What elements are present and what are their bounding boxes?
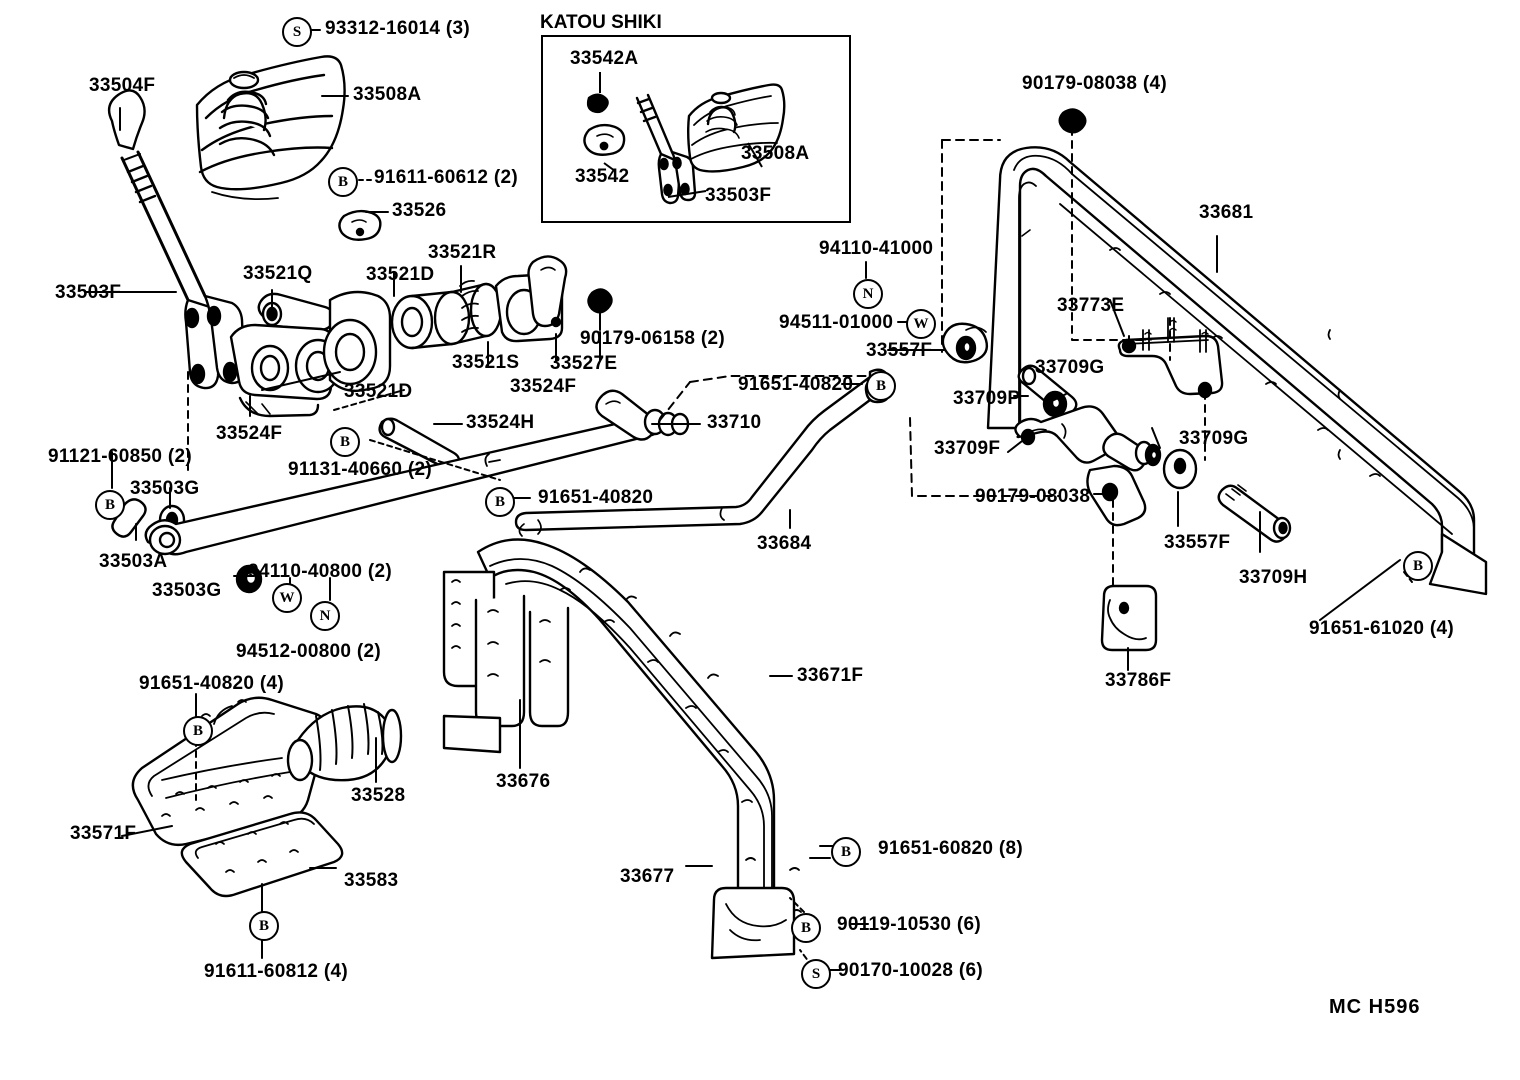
label-33521d-top: 33521D <box>366 264 435 285</box>
label-90170-10028: 90170-10028 (6) <box>838 960 983 981</box>
badge-b-91611-60612: B <box>328 167 358 197</box>
label-33786f: 33786F <box>1105 670 1172 691</box>
shift-lever-33503f <box>120 150 246 390</box>
label-94511-01000: 94511-01000 <box>779 312 894 333</box>
badge-n-94110-41000: N <box>853 279 883 309</box>
inset-label-33542a: 33542A <box>570 48 639 69</box>
label-33503f: 33503F <box>55 282 122 303</box>
label-33681: 33681 <box>1199 202 1254 223</box>
crossmember-33681 <box>941 146 1488 596</box>
shift-boot-33508a <box>195 55 346 201</box>
label-33526: 33526 <box>392 200 447 221</box>
label-33524f-mid: 33524F <box>510 376 577 397</box>
badge-b-91651-60820: B <box>831 837 861 867</box>
label-90119-10530: 90119-10530 (6) <box>837 914 981 935</box>
label-94110-41000: 94110-41000 <box>819 238 934 259</box>
plate-33583 <box>180 811 344 898</box>
label-91651-40820-bl: 91651-40820 (4) <box>139 673 284 694</box>
badge-s-93312: S <box>282 17 312 47</box>
label-91131-40660: 91131-40660 (2) <box>288 459 432 480</box>
inset-label-33503f: 33503F <box>705 185 772 206</box>
badge-b-91651-40820-mid: B <box>866 371 896 401</box>
label-90179-06158: 90179-06158 (2) <box>580 328 725 349</box>
label-90179-08038-top: 90179-08038 (4) <box>1022 73 1167 94</box>
label-33528: 33528 <box>351 785 406 806</box>
label-33676: 33676 <box>496 771 551 792</box>
label-33503g-top: 33503G <box>130 478 200 499</box>
inset-label-33542: 33542 <box>575 166 630 187</box>
label-33557f-left: 33557F <box>866 340 933 361</box>
label-33709g-right: 33709G <box>1179 428 1249 449</box>
badge-w-94511-01000: W <box>906 309 936 339</box>
label-33571f: 33571F <box>70 823 137 844</box>
label-33677: 33677 <box>620 866 675 887</box>
inset-frame <box>541 35 851 223</box>
label-33710: 33710 <box>707 412 762 433</box>
label-94110-40800: 94110-40800 (2) <box>248 561 392 582</box>
label-33709f: 33709F <box>934 438 1001 459</box>
label-33521d-bot: 33521D <box>344 381 413 402</box>
badge-b-91651-40820-low: B <box>485 487 515 517</box>
label-91651-61020: 91651-61020 (4) <box>1309 618 1454 639</box>
label-33521r: 33521R <box>428 242 497 263</box>
label-33684: 33684 <box>757 533 812 554</box>
label-33524h: 33524H <box>466 412 535 433</box>
boot-retainer-33571f <box>131 696 403 847</box>
label-33521q: 33521Q <box>243 263 313 284</box>
washer-33557f-right <box>1162 448 1198 490</box>
badge-b-90119-10530: B <box>791 913 821 943</box>
badge-b-91611-60812: B <box>249 911 279 941</box>
label-94512-00800: 94512-00800 (2) <box>236 641 381 662</box>
bellcrank-33709f <box>1014 405 1162 527</box>
label-33709h: 33709H <box>1239 567 1308 588</box>
label-33524f-left: 33524F <box>216 423 283 444</box>
inset-artwork <box>583 83 786 205</box>
label-91651-40820-mid: 91651-40820 <box>738 374 854 395</box>
crossmember-33671f <box>442 538 802 960</box>
badge-w-94512-00800: W <box>272 583 302 613</box>
badge-b-91651-40820-bl: B <box>183 716 213 746</box>
inset-title: KATOU SHIKI <box>540 12 662 33</box>
linkage-cluster <box>229 255 613 471</box>
label-91121-60850: 91121-60850 (2) <box>48 446 192 467</box>
label-33557f-right: 33557F <box>1164 532 1231 553</box>
label-91651-40820-low: 91651-40820 <box>538 487 654 508</box>
label-91651-60820: 91651-60820 (8) <box>878 838 1023 859</box>
label-33583: 33583 <box>344 870 399 891</box>
label-33503a: 33503A <box>99 551 168 572</box>
badge-b-91121-60850: B <box>95 490 125 520</box>
label-33709g-top: 33709G <box>1035 357 1105 378</box>
label-33773e: 33773E <box>1057 295 1125 316</box>
badge-b-91651-61020: B <box>1403 551 1433 581</box>
label-33521s: 33521S <box>452 352 520 373</box>
label-33671f: 33671F <box>797 665 864 686</box>
leader-lines <box>85 29 1413 971</box>
bolt-33709h <box>1217 484 1292 543</box>
clip-33526 <box>338 209 382 241</box>
badge-b-91131-40660: B <box>330 427 360 457</box>
badge-s-90170-10028: S <box>801 959 831 989</box>
joint-33710 <box>595 389 690 441</box>
figure-code: MC H596 <box>1329 996 1421 1018</box>
label-33503g-bot: 33503G <box>152 580 222 601</box>
block-33786f <box>1100 584 1158 652</box>
label-91611-60812: 91611-60812 (4) <box>204 961 348 982</box>
label-33709p: 33709P <box>953 388 1021 409</box>
label-93312-16014: 93312-16014 (3) <box>325 18 470 39</box>
nut-90179-08038-top <box>1058 108 1087 134</box>
label-90179-08038-mid: 90179-08038 <box>975 486 1091 507</box>
inset-leaders <box>599 72 763 198</box>
shift-knob-33504f <box>107 89 146 151</box>
label-33508a: 33508A <box>353 84 422 105</box>
badge-n-94110-40800: N <box>310 601 340 631</box>
label-33527e: 33527E <box>550 353 618 374</box>
label-91611-60612: 91611-60612 (2) <box>374 167 518 188</box>
label-33504f: 33504F <box>89 75 156 96</box>
